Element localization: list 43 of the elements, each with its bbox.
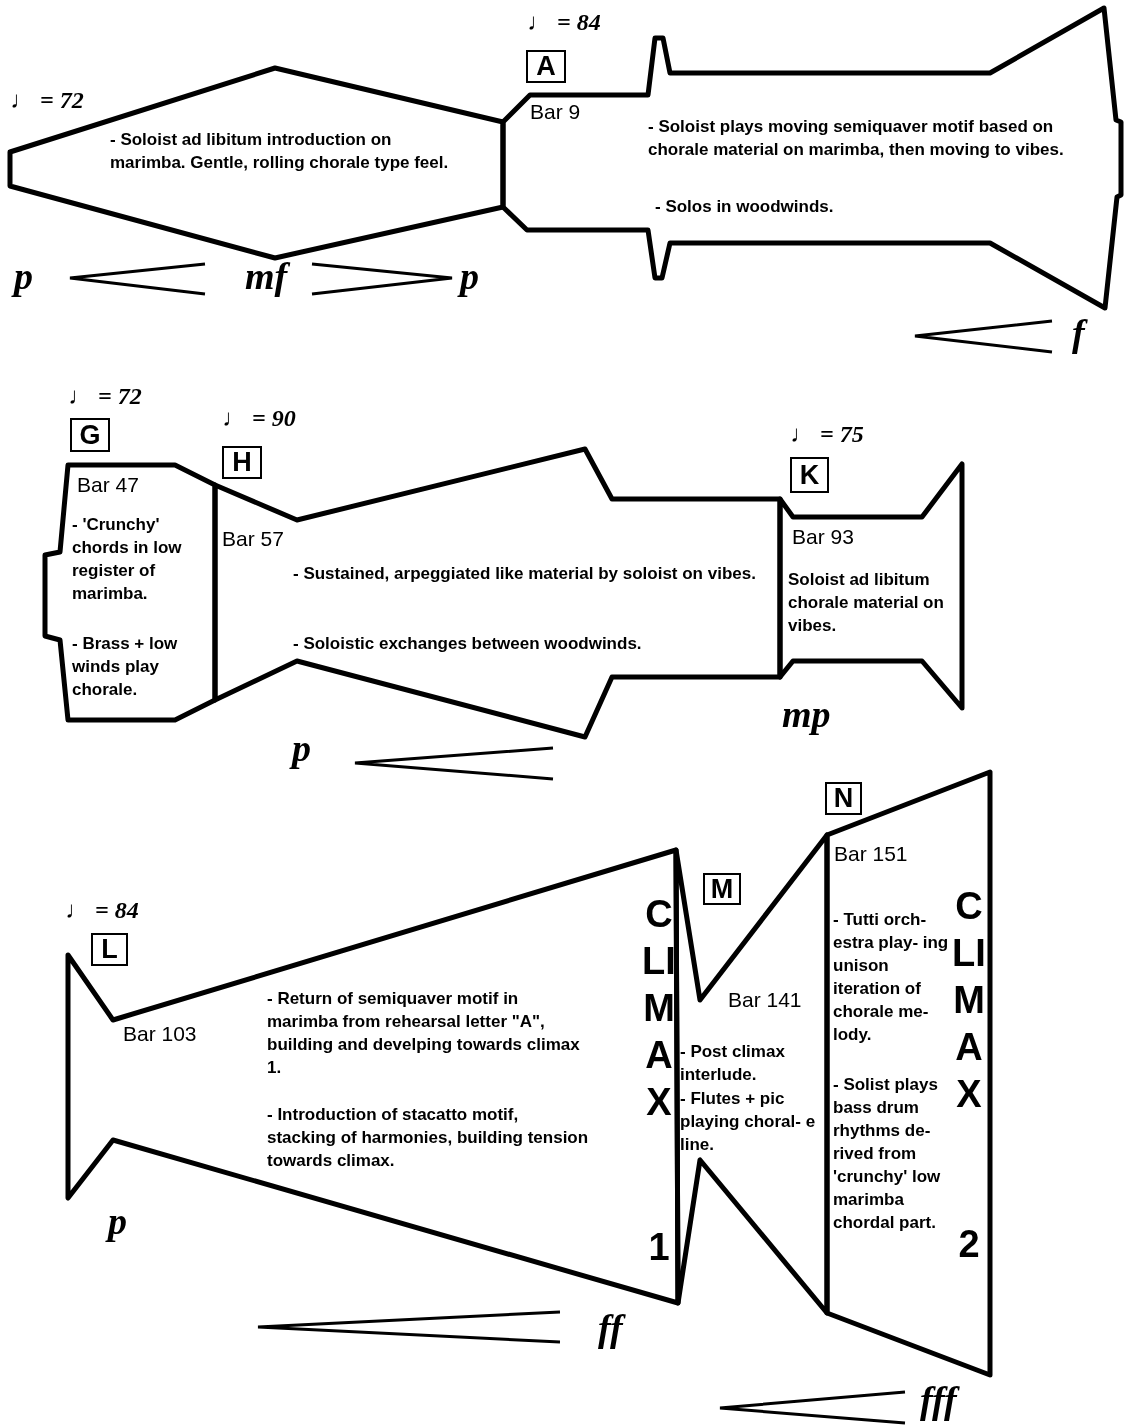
bar-number: Bar 151 — [834, 842, 909, 866]
bar-number: Bar 9 — [530, 100, 582, 124]
section-description: - Soloist plays moving semiquaver motif based on chorale material on marimba, then moving to vibes. — [648, 116, 1065, 161]
section-description: - Soloist ad libitum introduction on marimba. Gentle, rolling chorale type feel. — [110, 129, 450, 174]
climax-label: CLIMAX — [641, 892, 677, 1125]
dynamic-marking: mf — [245, 256, 288, 296]
section-description: - Post climax interlude. — [680, 1041, 786, 1086]
section-shape — [823, 768, 994, 1379]
rehearsal-letter: M — [703, 873, 741, 905]
section-shape — [41, 461, 219, 724]
rehearsal-letter: G — [70, 418, 110, 452]
tempo-marking: ♩ = 72 — [10, 86, 84, 114]
climax-label: 1 — [647, 1225, 671, 1270]
bar-number: Bar 93 — [792, 525, 855, 549]
tempo-marking: ♩ = 84 — [65, 896, 139, 924]
section-description: - Return of semiquaver motif in marimba from rehearsal letter "A", building and develping towards climax 1. — [267, 988, 581, 1079]
section-description: - Tutti orch- estra play- ing unison iteration of chorale me- lody. — [833, 909, 949, 1046]
climax-label: CLIMAX — [951, 884, 987, 1117]
rehearsal-letter: N — [825, 782, 862, 815]
climax-label: 2 — [957, 1222, 981, 1267]
section-shape — [499, 4, 1125, 312]
section-description: - Introduction of stacatto motif, stacking of harmonies, building tension towards climax. — [267, 1104, 589, 1172]
rehearsal-letter: K — [790, 457, 829, 493]
section-description: Soloist ad libitum chorale material on vibes. — [788, 569, 945, 637]
section-description: - Solist plays bass drum rhythms de- rived from 'crunchy' low marimba chordal part. — [833, 1074, 942, 1234]
section-description: - Flutes + pic playing choral- e line. — [680, 1088, 817, 1156]
dynamic-marking: mp — [782, 694, 831, 734]
rehearsal-letter: H — [222, 446, 262, 479]
tempo-marking: ♩ = 90 — [222, 404, 296, 432]
section-description: - 'Crunchy' chords in low register of marimba. — [72, 514, 183, 605]
tempo-marking: ♩ = 72 — [68, 382, 142, 410]
tempo-marking: ♩ = 84 — [527, 8, 601, 36]
rehearsal-letter: L — [91, 933, 128, 966]
tempo-marking: ♩ = 75 — [790, 420, 864, 448]
section-description: - Soloistic exchanges between woodwinds. — [293, 633, 643, 655]
bar-number: Bar 141 — [728, 988, 803, 1012]
section-description: - Sustained, arpeggiated like material by soloist on vibes. — [293, 563, 757, 585]
section-description: - Solos in woodwinds. — [655, 196, 835, 218]
rehearsal-letter: A — [526, 50, 566, 83]
bar-number: Bar 57 — [222, 527, 285, 551]
section-description: - Brass + low winds play chorale. — [72, 633, 179, 701]
bar-number: Bar 103 — [123, 1022, 198, 1046]
bar-number: Bar 47 — [77, 473, 140, 497]
